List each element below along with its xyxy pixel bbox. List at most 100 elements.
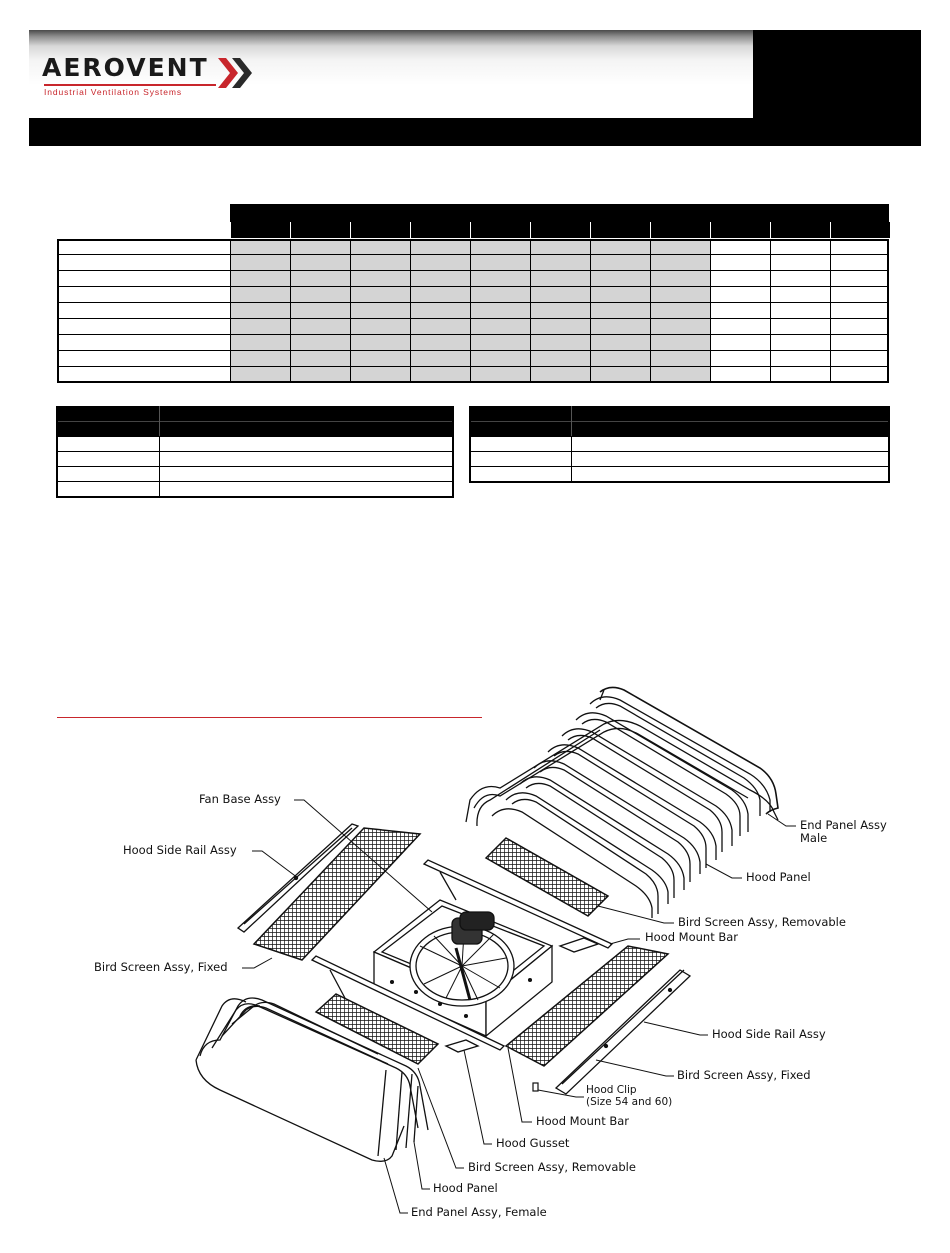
- spec-table-cell: [530, 351, 590, 367]
- spec-table-cell: [470, 367, 530, 383]
- spec-table-cell: [350, 335, 410, 351]
- spec-table-cell: [770, 287, 830, 303]
- spec-table-cell: [710, 255, 770, 271]
- callout-hood-clip-line2: (Size 54 and 60): [586, 1096, 673, 1108]
- spec-table-row: [57, 255, 889, 271]
- spec-table-cell: [410, 351, 470, 367]
- dimension-table-left: [56, 406, 454, 498]
- spec-table-cell: [230, 255, 290, 271]
- spec-table-cell: [650, 271, 710, 287]
- callout-hood-side-rail-left: Hood Side Rail Assy: [123, 843, 237, 857]
- spec-table-cell: [230, 367, 290, 383]
- spec-table-cell: [410, 303, 470, 319]
- callout-fan-base-assy: Fan Base Assy: [199, 792, 281, 806]
- spec-table-cell: [230, 319, 290, 335]
- spec-table-cell: [830, 303, 889, 319]
- header-black-box: [753, 30, 921, 120]
- spec-table-row: [57, 239, 889, 255]
- spec-table-row: [57, 287, 889, 303]
- table-header: [58, 406, 452, 436]
- spec-table-row: [57, 351, 889, 367]
- column-divider: [571, 467, 572, 481]
- callout-bird-screen-fixed-right: Bird Screen Assy, Fixed: [677, 1068, 811, 1082]
- spec-table-row-label: [57, 271, 230, 287]
- spec-table-cell: [350, 351, 410, 367]
- spec-table-cell: [530, 335, 590, 351]
- chevron-logo-icon: [218, 58, 252, 88]
- callout-bird-screen-removable-bottom: Bird Screen Assy, Removable: [468, 1160, 636, 1174]
- spec-table-cell: [770, 367, 830, 383]
- spec-table-row-label: [57, 303, 230, 319]
- callout-hood-clip: Hood Clip (Size 54 and 60): [586, 1084, 672, 1108]
- spec-table-header-cell: [830, 222, 890, 238]
- spec-table-cell: [530, 287, 590, 303]
- spec-table-cell: [410, 287, 470, 303]
- spec-table-header-cell: [650, 222, 710, 238]
- callout-hood-mount-bar-right: Hood Mount Bar: [645, 930, 739, 944]
- spec-table-cell: [650, 287, 710, 303]
- spec-table-row-label: [57, 255, 230, 271]
- spec-table-header-cell: [710, 222, 770, 238]
- spec-table-cell: [650, 351, 710, 367]
- spec-table-cell: [770, 255, 830, 271]
- spec-table-cell: [410, 319, 470, 335]
- bird-screen-fixed-right: [504, 945, 670, 1067]
- spec-table-cell: [290, 303, 350, 319]
- spec-table-header-cell: [470, 222, 530, 238]
- spec-table-row: [57, 335, 889, 351]
- spec-table-cell: [590, 367, 650, 383]
- spec-table-cell: [530, 271, 590, 287]
- spec-table-cell: [410, 239, 470, 255]
- column-divider: [571, 452, 572, 466]
- spec-table-cell: [710, 303, 770, 319]
- spec-table-cell: [410, 367, 470, 383]
- table-row: [58, 481, 452, 496]
- section-rule: [57, 717, 482, 718]
- hood-left: [195, 997, 429, 1162]
- spec-table-row: [57, 367, 889, 383]
- spec-table-cell: [770, 239, 830, 255]
- callout-hood-panel-bottom: Hood Panel: [433, 1181, 498, 1195]
- spec-table-cell: [350, 319, 410, 335]
- spec-table-cell: [590, 335, 650, 351]
- spec-table-cell: [770, 335, 830, 351]
- spec-table-cell: [470, 351, 530, 367]
- header-title-bar: [29, 118, 921, 146]
- spec-table-cell: [710, 335, 770, 351]
- spec-table-cell: [710, 239, 770, 255]
- table-row: [471, 466, 888, 481]
- spec-table-cell: [650, 255, 710, 271]
- spec-table-cell: [290, 319, 350, 335]
- spec-table-cell: [410, 271, 470, 287]
- spec-table-header-bar: [230, 204, 889, 222]
- spec-table-cell: [470, 239, 530, 255]
- aerovent-logo: Aerovent Industrial Ventilation Systems: [42, 52, 272, 98]
- hood-clip: [532, 1082, 539, 1092]
- spec-table-row-label: [57, 287, 230, 303]
- spec-table-cell: [290, 351, 350, 367]
- bird-screen-removable-upper: [484, 837, 610, 917]
- spec-table-cell: [530, 367, 590, 383]
- hood-right: [465, 686, 779, 918]
- callout-end-panel-female: End Panel Assy, Female: [411, 1205, 547, 1219]
- spec-table-row-label: [57, 335, 230, 351]
- callout-hood-panel-right: Hood Panel: [746, 870, 811, 884]
- spec-table-header-cell: [530, 222, 590, 238]
- spec-table-cell: [590, 239, 650, 255]
- spec-table-cell: [230, 351, 290, 367]
- spec-table-cell: [230, 303, 290, 319]
- spec-table-cell: [710, 287, 770, 303]
- dimension-table-right: [469, 406, 890, 483]
- spec-table-cell: [830, 335, 889, 351]
- spec-table-cell: [590, 319, 650, 335]
- spec-table-cell: [830, 351, 889, 367]
- bird-screen-fixed-left: [252, 827, 422, 961]
- spec-table-cell: [290, 335, 350, 351]
- spec-table-cell: [350, 287, 410, 303]
- spec-table-cell: [710, 271, 770, 287]
- spec-table-cell: [290, 367, 350, 383]
- spec-table-cell: [530, 319, 590, 335]
- hood-assembly-drawing: [195, 686, 796, 1214]
- callout-hood-gusset: Hood Gusset: [496, 1136, 570, 1150]
- spec-table-cell: [290, 239, 350, 255]
